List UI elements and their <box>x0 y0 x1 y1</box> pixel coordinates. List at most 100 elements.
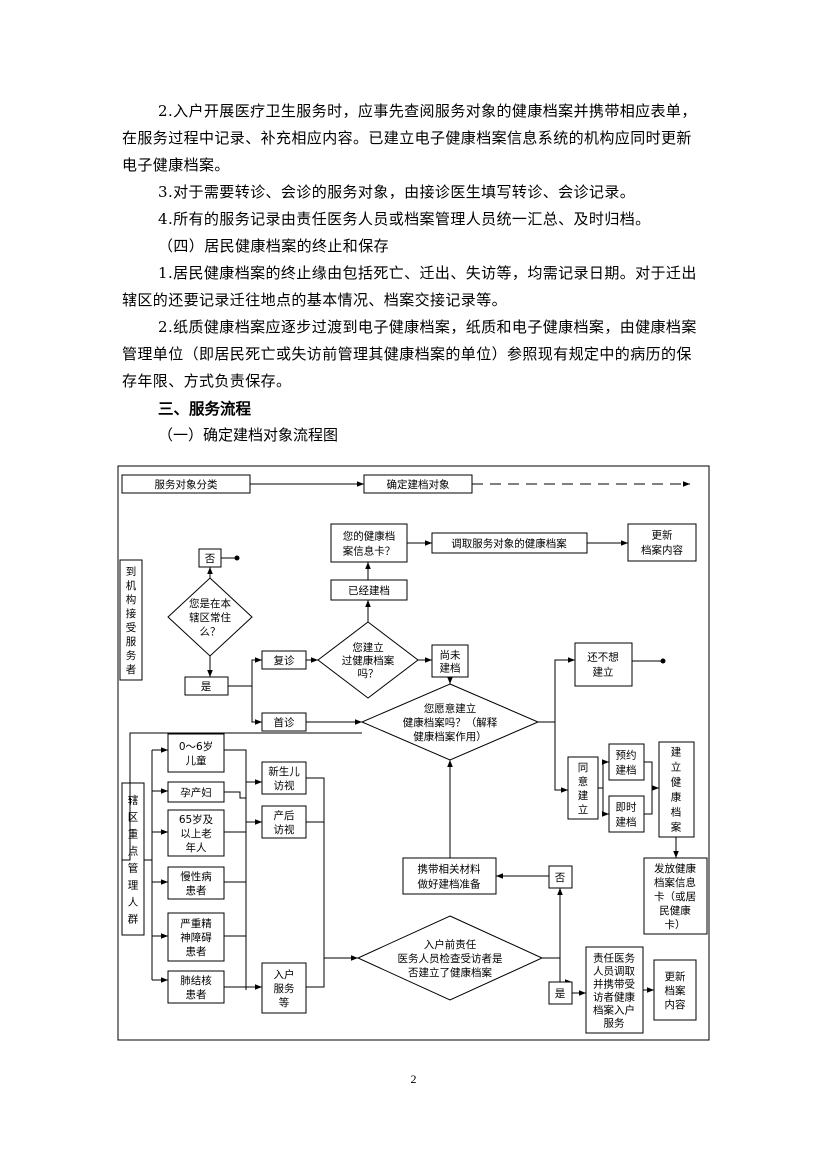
key-group-label-line: 辖 <box>128 794 139 807</box>
newborn-visit-line: 访视 <box>274 779 295 792</box>
yes-left: 是 <box>201 681 212 693</box>
issue-card-line: 卡） <box>665 918 686 931</box>
check-question-line: 医务人员检查受访者是 <box>398 952 503 965</box>
paragraph-5: 1.居民健康档案的终止缘由包括死亡、迁出、失访等，均需记录日期。对于迁出辖区的还… <box>122 264 697 309</box>
visit-label-line: 到 <box>126 566 137 578</box>
card-question-box <box>330 523 408 563</box>
group-chronic-box <box>167 866 225 900</box>
group-children-box <box>167 733 225 773</box>
visit-label-line: 机 <box>126 579 137 592</box>
not-built-line: 建档 <box>440 662 461 675</box>
key-group-label-line: 管 <box>128 862 139 875</box>
update-record-bottom-line: 更新 <box>665 970 686 983</box>
doctor-retrieve-line: 责任医务 <box>593 952 635 965</box>
update-record-bottom-line: 内容 <box>665 998 686 1011</box>
not-built-line: 尚未 <box>440 649 461 662</box>
willing-question-line: 健康档案作用） <box>413 730 487 743</box>
issue-card-line: 发放健康 <box>654 862 696 875</box>
key-group-label-line: 点 <box>128 846 139 858</box>
build-record-line: 案 <box>671 821 682 834</box>
issue-card-line: 卡（或居 <box>654 890 696 903</box>
group-2-line: 65岁及 <box>179 813 214 826</box>
bring-materials-box <box>402 857 497 895</box>
group-3-line: 患者 <box>186 885 207 897</box>
group-4-line: 患者 <box>186 946 207 958</box>
group-mental-box <box>167 912 225 962</box>
retrieve-record: 调取服务对象的健康档案 <box>451 537 567 550</box>
bring-materials-line: 做好建档准备 <box>418 878 481 891</box>
built-question-line: 过健康档案 <box>342 654 395 667</box>
doctor-retrieve-line: 人员调取 <box>593 966 635 978</box>
appointment-line: 预约 <box>616 749 637 762</box>
doctor-retrieve-line: 档案入户 <box>593 1004 635 1017</box>
not-want-line: 建立 <box>593 666 614 679</box>
group-0-line: 0～6岁 <box>179 740 213 753</box>
appointment-box <box>608 743 645 781</box>
build-record-box <box>658 741 695 838</box>
willing-question-line: 健康档案吗？（解释 <box>403 716 498 729</box>
paragraph-4: （四）居民健康档案的终止和保存 <box>158 237 390 255</box>
doctor-retrieve-line: 访者健康 <box>593 991 635 1004</box>
visit-label-line: 受 <box>126 622 137 634</box>
agree-build-line: 同 <box>578 762 589 774</box>
header-confirm-target: 确定建档对象 <box>387 478 450 491</box>
appointment-line: 建档 <box>616 764 637 777</box>
not-built-box <box>431 644 469 678</box>
resident-question-line: 么？ <box>200 626 221 638</box>
postpartum-visit-box <box>261 805 307 839</box>
group-elderly-box <box>167 809 225 857</box>
not-want-box <box>574 642 633 687</box>
group-0-line: 儿童 <box>186 754 207 767</box>
group-2-line: 年人 <box>186 841 207 854</box>
visit-label-line: 构 <box>126 593 137 606</box>
group-tb-box <box>167 970 225 1004</box>
build-record-line: 健 <box>671 777 682 789</box>
resident-question-line: 您是在本 <box>189 597 231 610</box>
immediate-box <box>608 795 645 833</box>
group-5-line: 患者 <box>186 989 207 1001</box>
no-bottom: 否 <box>555 872 566 884</box>
build-record-line: 立 <box>671 761 682 774</box>
resident-question-line: 辖区常住 <box>189 611 231 624</box>
check-question-line: 入户前责任 <box>424 938 477 951</box>
update-record-top-box <box>627 523 697 562</box>
newborn-visit-line: 新生儿 <box>268 765 300 778</box>
paragraph-1: 2.入户开展医疗卫生服务时，应事先查阅服务对象的健康档案并携带相应表单，在服务过… <box>122 102 697 174</box>
agree-build-line: 建 <box>578 789 589 802</box>
build-record-line: 康 <box>671 791 682 804</box>
issue-card-box <box>643 857 708 935</box>
section-heading: 三、服务流程 <box>158 399 252 418</box>
newborn-visit-box <box>261 761 307 795</box>
update-record-bottom-box <box>653 959 697 1021</box>
paragraph-2: 3.对于需要转诊、会诊的服务对象，由接诊医生填写转诊、会诊记录。 <box>158 183 636 201</box>
visit-label-line: 接 <box>126 607 137 620</box>
update-record-top-line: 更新 <box>652 529 673 542</box>
not-want-line: 还不想 <box>587 651 619 664</box>
card-question-line: 案信息卡？ <box>343 545 396 558</box>
group-3-line: 慢性病 <box>180 870 212 883</box>
build-record-line: 档 <box>671 806 682 819</box>
immediate-line: 即时 <box>616 802 637 814</box>
home-service-line: 服务 <box>274 982 295 995</box>
already-built-box <box>330 579 408 601</box>
issue-card-line: 档案信息 <box>654 876 696 889</box>
home-service-line: 等 <box>279 996 290 1009</box>
built-question-diamond <box>317 621 419 699</box>
home-service-box <box>261 962 307 1014</box>
group-4-line: 严重精 <box>180 917 212 930</box>
key-group-label-line: 人 <box>128 897 139 909</box>
